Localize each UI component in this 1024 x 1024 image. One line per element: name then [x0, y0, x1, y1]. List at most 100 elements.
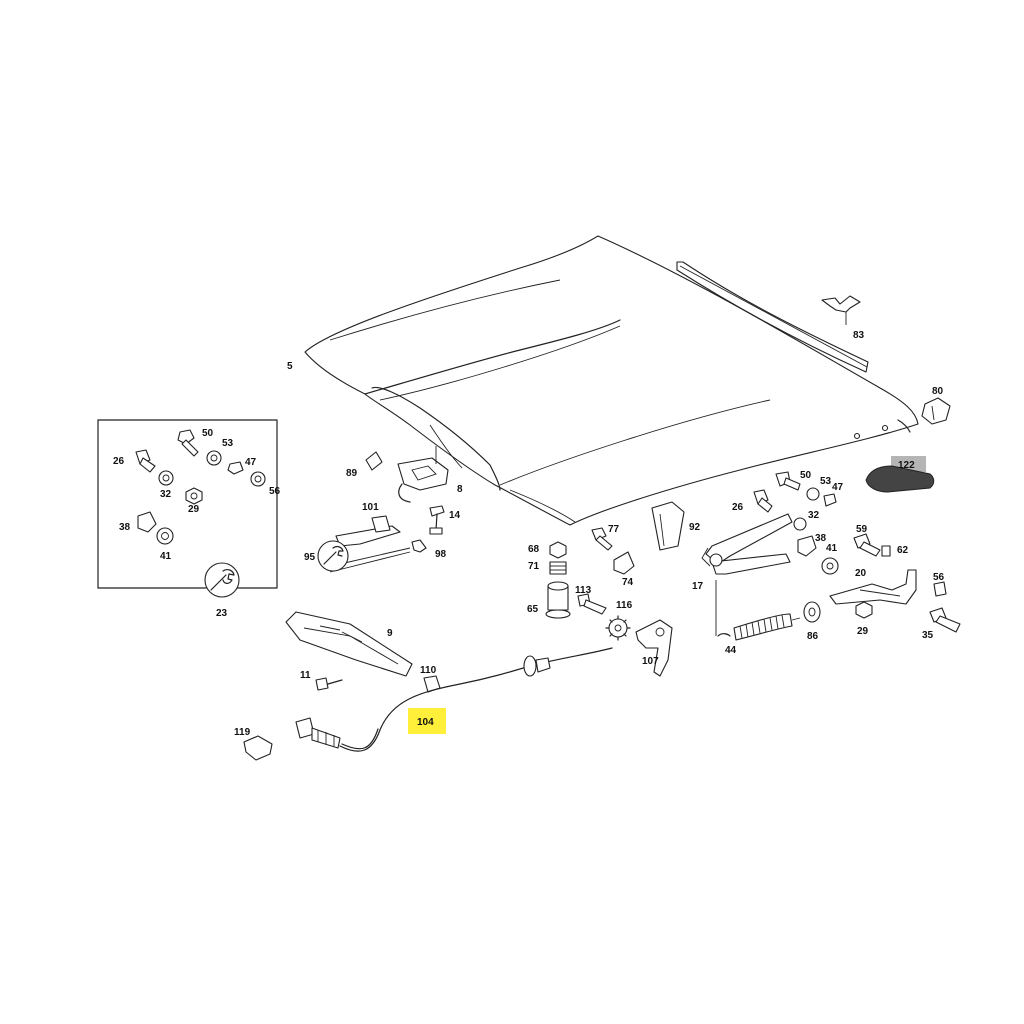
- label-41b: 41: [826, 543, 838, 554]
- label-17: 17: [692, 581, 704, 592]
- clip-74: [613, 551, 635, 575]
- bolt-77: [591, 527, 613, 551]
- label-11: 11: [300, 670, 311, 681]
- bracket-92: [651, 501, 685, 551]
- label-50b: 50: [800, 470, 812, 481]
- label-80: 80: [932, 386, 944, 397]
- label-23: 23: [216, 608, 228, 619]
- label-47a: 47: [245, 457, 257, 468]
- label-62: 62: [897, 545, 909, 556]
- label-53b: 53: [820, 476, 832, 487]
- label-56b: 56: [933, 572, 945, 583]
- latch-plate-8: [397, 457, 449, 503]
- label-74: 74: [622, 577, 634, 588]
- clip-38: [137, 511, 157, 533]
- label-38b: 38: [815, 533, 827, 544]
- label-119: 119: [234, 727, 251, 738]
- bolt-26-right: [753, 489, 773, 513]
- label-44: 44: [725, 645, 737, 656]
- hood-seal-strip: [676, 261, 869, 373]
- label-56a: 56: [269, 486, 281, 497]
- washer-56: [250, 471, 266, 487]
- label-26a: 26: [113, 456, 125, 467]
- label-29a: 29: [188, 504, 200, 515]
- washer-53-right: [806, 487, 820, 501]
- label-113: 113: [575, 585, 592, 596]
- screw-11: [315, 677, 343, 691]
- spring-71: [549, 561, 567, 575]
- hinge-bracket-20: [829, 569, 917, 605]
- hood-panel: [304, 235, 919, 526]
- bolt-35: [929, 607, 961, 633]
- label-35: 35: [922, 630, 934, 641]
- release-cable-104: [295, 647, 613, 752]
- label-20: 20: [855, 568, 867, 579]
- label-65: 65: [527, 604, 539, 615]
- washer-41-right: [821, 557, 839, 575]
- nut-29-right: [855, 601, 873, 619]
- label-50a: 50: [202, 428, 214, 439]
- nut-29: [185, 487, 203, 505]
- washer-41: [156, 527, 174, 545]
- label-47b: 47: [832, 482, 844, 493]
- label-32a: 32: [160, 489, 172, 500]
- spring-44: [717, 613, 801, 641]
- bolt-59: [853, 533, 881, 557]
- label-107: 107: [642, 656, 659, 667]
- bumper-65: [545, 581, 571, 619]
- hood-lock-107: [635, 619, 673, 677]
- bolt-113: [577, 593, 607, 615]
- label-26b: 26: [732, 502, 744, 513]
- label-83: 83: [853, 330, 865, 341]
- label-5: 5: [287, 361, 293, 372]
- label-29b: 29: [857, 626, 869, 637]
- bushing-62: [881, 545, 891, 557]
- latch-bracket-89: [365, 451, 383, 471]
- clip-119: [243, 735, 273, 761]
- seal-clip: [821, 295, 861, 325]
- label-77: 77: [608, 524, 620, 535]
- release-handle-9: [285, 611, 413, 677]
- label-8: 8: [457, 484, 463, 495]
- bolt-26: [135, 449, 156, 473]
- label-41a: 41: [160, 551, 172, 562]
- washer-56-right: [933, 581, 947, 597]
- washer-32: [158, 470, 174, 486]
- label-122: 122: [898, 460, 915, 471]
- nut-47: [227, 461, 244, 475]
- part-104-highlight: [408, 708, 446, 734]
- label-14: 14: [449, 510, 461, 521]
- label-92: 92: [689, 522, 701, 533]
- label-101: 101: [362, 502, 379, 513]
- label-116: 116: [616, 600, 633, 611]
- bolt-50: [177, 429, 199, 457]
- screw-14: [429, 505, 445, 535]
- pad-part-122: [865, 456, 935, 493]
- label-32b: 32: [808, 510, 820, 521]
- label-53a: 53: [222, 438, 234, 449]
- hinge-arm-17: [701, 513, 793, 636]
- label-9: 9: [387, 628, 393, 639]
- bumper-part-80: [921, 397, 951, 425]
- label-71: 71: [528, 561, 540, 572]
- clip-38-right: [797, 535, 817, 557]
- label-98: 98: [435, 549, 447, 560]
- label-68: 68: [528, 544, 540, 555]
- wrench-icon-95: [317, 540, 349, 572]
- label-86: 86: [807, 631, 819, 642]
- label-89: 89: [346, 468, 358, 479]
- nut-47-right: [823, 493, 837, 507]
- washer-53: [206, 450, 222, 466]
- pin-98: [411, 539, 427, 553]
- washer-32-right: [793, 517, 807, 531]
- wrench-icon: [204, 562, 240, 598]
- part-labels: 5 83 80 122 50 53 26 47 32 56 29 38 41 2…: [113, 330, 945, 738]
- label-59: 59: [856, 524, 868, 535]
- bushing-86: [803, 601, 821, 623]
- nut-68: [549, 541, 567, 559]
- gear-116: [605, 615, 631, 641]
- bolt-50-right: [775, 471, 801, 491]
- label-104: 104: [417, 717, 434, 728]
- label-38a: 38: [119, 522, 131, 533]
